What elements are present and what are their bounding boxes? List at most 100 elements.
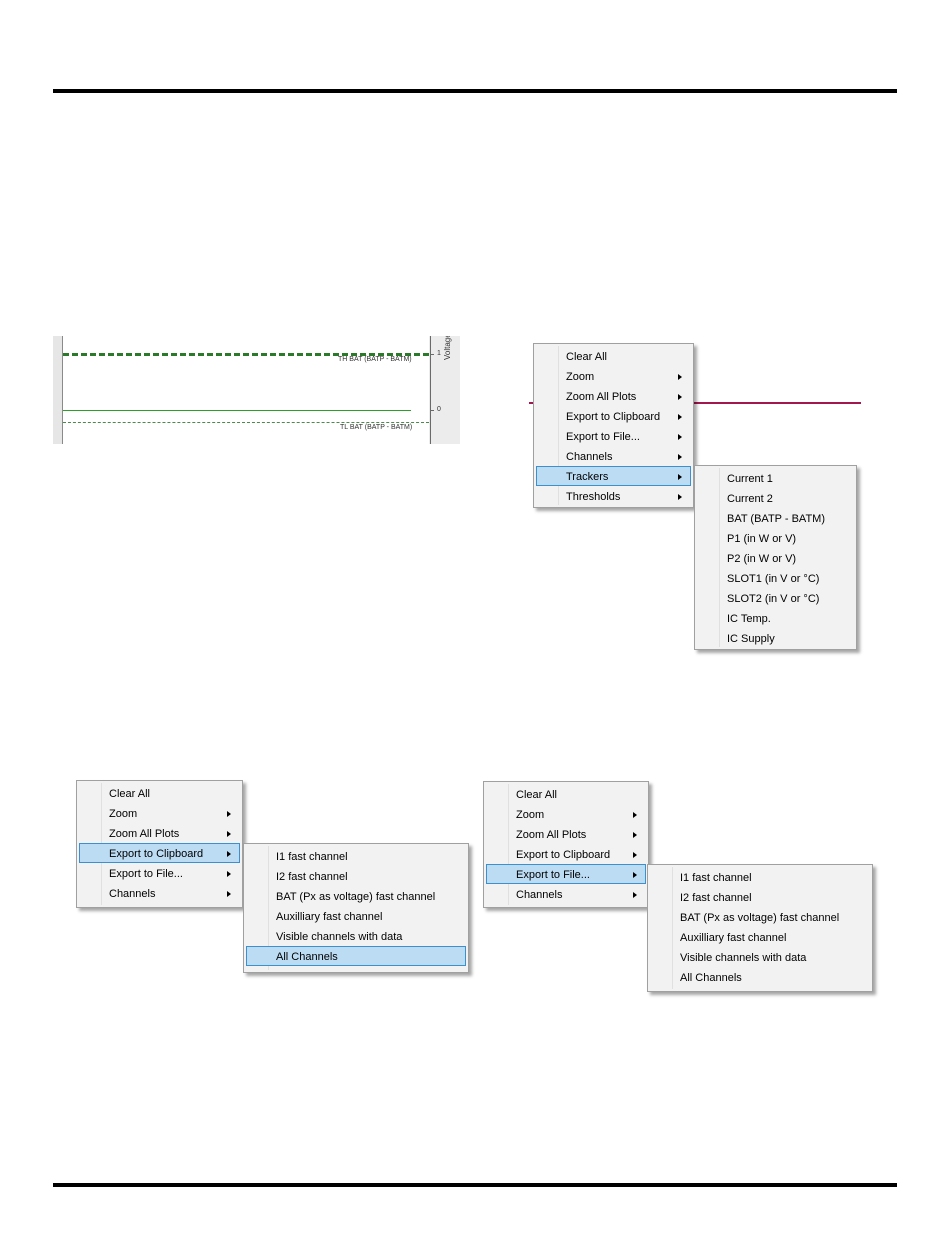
export-aux-fast-channel[interactable]: Auxilliary fast channel [246,906,466,926]
menu-item-label: Zoom All Plots [516,829,587,841]
menu-item-label: IC Temp. [727,613,771,625]
export-visible-channels[interactable]: Visible channels with data [246,926,466,946]
plot-left-margin [53,336,63,444]
voltage-plot[interactable]: 1 0 Voltage TH BAT (BATP - BATM) TL BAT … [53,336,460,444]
tracker-current-1[interactable]: Current 1 [697,468,854,488]
trace-line-left [529,402,535,404]
submenu-arrow-icon [678,454,682,460]
context-menu-trackers: Clear All Zoom Zoom All Plots Export to … [533,343,694,508]
menu-item-label: I2 fast channel [276,871,348,883]
menu-item-label: Export to File... [516,869,590,881]
menu-item-zoom[interactable]: Zoom [536,366,691,386]
submenu-arrow-icon [227,891,231,897]
menu-item-channels[interactable]: Channels [536,446,691,466]
tracker-current-2[interactable]: Current 2 [697,488,854,508]
menu-item-channels[interactable]: Channels [79,883,240,903]
export-aux-fast-channel[interactable]: Auxilliary fast channel [650,927,870,947]
menu-item-channels[interactable]: Channels [486,884,646,904]
export-i2-fast-channel[interactable]: I2 fast channel [650,887,870,907]
y-axis-line [430,336,431,444]
tracker-slot1[interactable]: SLOT1 (in V or °C) [697,568,854,588]
export-i1-fast-channel[interactable]: I1 fast channel [246,846,466,866]
menu-item-zoom[interactable]: Zoom [79,803,240,823]
tracker-p1[interactable]: P1 (in W or V) [697,528,854,548]
tracker-p2[interactable]: P2 (in W or V) [697,548,854,568]
menu-item-label: Auxilliary fast channel [680,932,787,944]
menu-item-label: Auxilliary fast channel [276,911,383,923]
tl-threshold-label: TL BAT (BATP - BATM) [340,424,413,431]
menu-item-label: P2 (in W or V) [727,553,797,565]
menu-item-label: Channels [516,889,563,901]
menu-item-trackers[interactable]: Trackers [536,466,691,486]
y-tick-label-1: 1 [437,350,441,357]
tracker-ic-temp[interactable]: IC Temp. [697,608,854,628]
menu-item-label: Visible channels with data [680,952,807,964]
menu-item-export-file[interactable]: Export to File... [536,426,691,446]
menu-item-label: IC Supply [727,633,775,645]
th-threshold-line[interactable] [63,353,429,356]
export-i1-fast-channel[interactable]: I1 fast channel [650,867,870,887]
menu-item-zoom[interactable]: Zoom [486,804,646,824]
y-axis-panel [429,336,460,444]
y-tick-label-0: 0 [437,406,441,413]
tracker-slot2[interactable]: SLOT2 (in V or °C) [697,588,854,608]
export-bat-fast-channel[interactable]: BAT (Px as voltage) fast channel [650,907,870,927]
menu-item-label: Zoom All Plots [109,828,180,840]
submenu-arrow-icon [678,474,682,480]
submenu-arrow-icon [678,494,682,500]
menu-item-export-clipboard[interactable]: Export to Clipboard [486,844,646,864]
menu-item-label: Export to File... [109,868,183,880]
menu-item-label: Clear All [566,351,607,363]
menu-item-clear-all[interactable]: Clear All [536,346,691,366]
export-all-channels[interactable]: All Channels [246,946,466,966]
menu-item-label: I1 fast channel [276,851,348,863]
menu-item-label: Thresholds [566,491,621,503]
menu-item-clear-all[interactable]: Clear All [79,783,240,803]
menu-item-label: All Channels [276,951,338,963]
submenu-arrow-icon [633,852,637,858]
menu-item-label: Trackers [566,471,609,483]
menu-item-clear-all[interactable]: Clear All [486,784,646,804]
export-visible-channels[interactable]: Visible channels with data [650,947,870,967]
menu-item-label: SLOT2 (in V or °C) [727,593,820,605]
th-threshold-label: TH BAT (BATP - BATM) [338,356,412,363]
menu-item-export-file[interactable]: Export to File... [486,864,646,884]
export-i2-fast-channel[interactable]: I2 fast channel [246,866,466,886]
submenu-arrow-icon [227,871,231,877]
menu-item-label: Clear All [516,789,557,801]
menu-item-export-file[interactable]: Export to File... [79,863,240,883]
menu-item-label: Export to Clipboard [566,411,661,423]
export-all-channels[interactable]: All Channels [650,967,870,987]
submenu-arrow-icon [633,832,637,838]
y-tick-1 [430,354,434,355]
export-bat-fast-channel[interactable]: BAT (Px as voltage) fast channel [246,886,466,906]
menu-item-label: SLOT1 (in V or °C) [727,573,820,585]
menu-item-export-clipboard[interactable]: Export to Clipboard [79,843,240,863]
menu-item-label: Zoom [109,808,138,820]
menu-item-label: I1 fast channel [680,872,752,884]
menu-item-zoom-all-plots[interactable]: Zoom All Plots [486,824,646,844]
menu-item-label: Channels [566,451,613,463]
tracker-ic-supply[interactable]: IC Supply [697,628,854,648]
menu-item-label: Export to Clipboard [516,849,611,861]
signal-trace [63,410,411,411]
menu-item-label: Current 2 [727,493,773,505]
menu-item-label: Export to File... [566,431,640,443]
submenu-arrow-icon [678,414,682,420]
submenu-arrow-icon [678,374,682,380]
tl-threshold-line[interactable] [63,422,429,423]
menu-item-label: BAT (Px as voltage) fast channel [680,912,840,924]
menu-item-label: BAT (Px as voltage) fast channel [276,891,436,903]
menu-item-export-clipboard[interactable]: Export to Clipboard [536,406,691,426]
menu-item-thresholds[interactable]: Thresholds [536,486,691,506]
tracker-bat[interactable]: BAT (BATP - BATM) [697,508,854,528]
submenu-export-file: I1 fast channel I2 fast channel BAT (Px … [647,864,873,992]
menu-item-label: Clear All [109,788,150,800]
menu-item-zoom-all-plots[interactable]: Zoom All Plots [79,823,240,843]
menu-item-label: Channels [109,888,156,900]
menu-item-zoom-all-plots[interactable]: Zoom All Plots [536,386,691,406]
y-tick-0 [430,410,434,411]
trace-line-right [692,402,861,404]
submenu-arrow-icon [227,811,231,817]
context-menu-export-clipboard: Clear All Zoom Zoom All Plots Export to … [76,780,243,908]
